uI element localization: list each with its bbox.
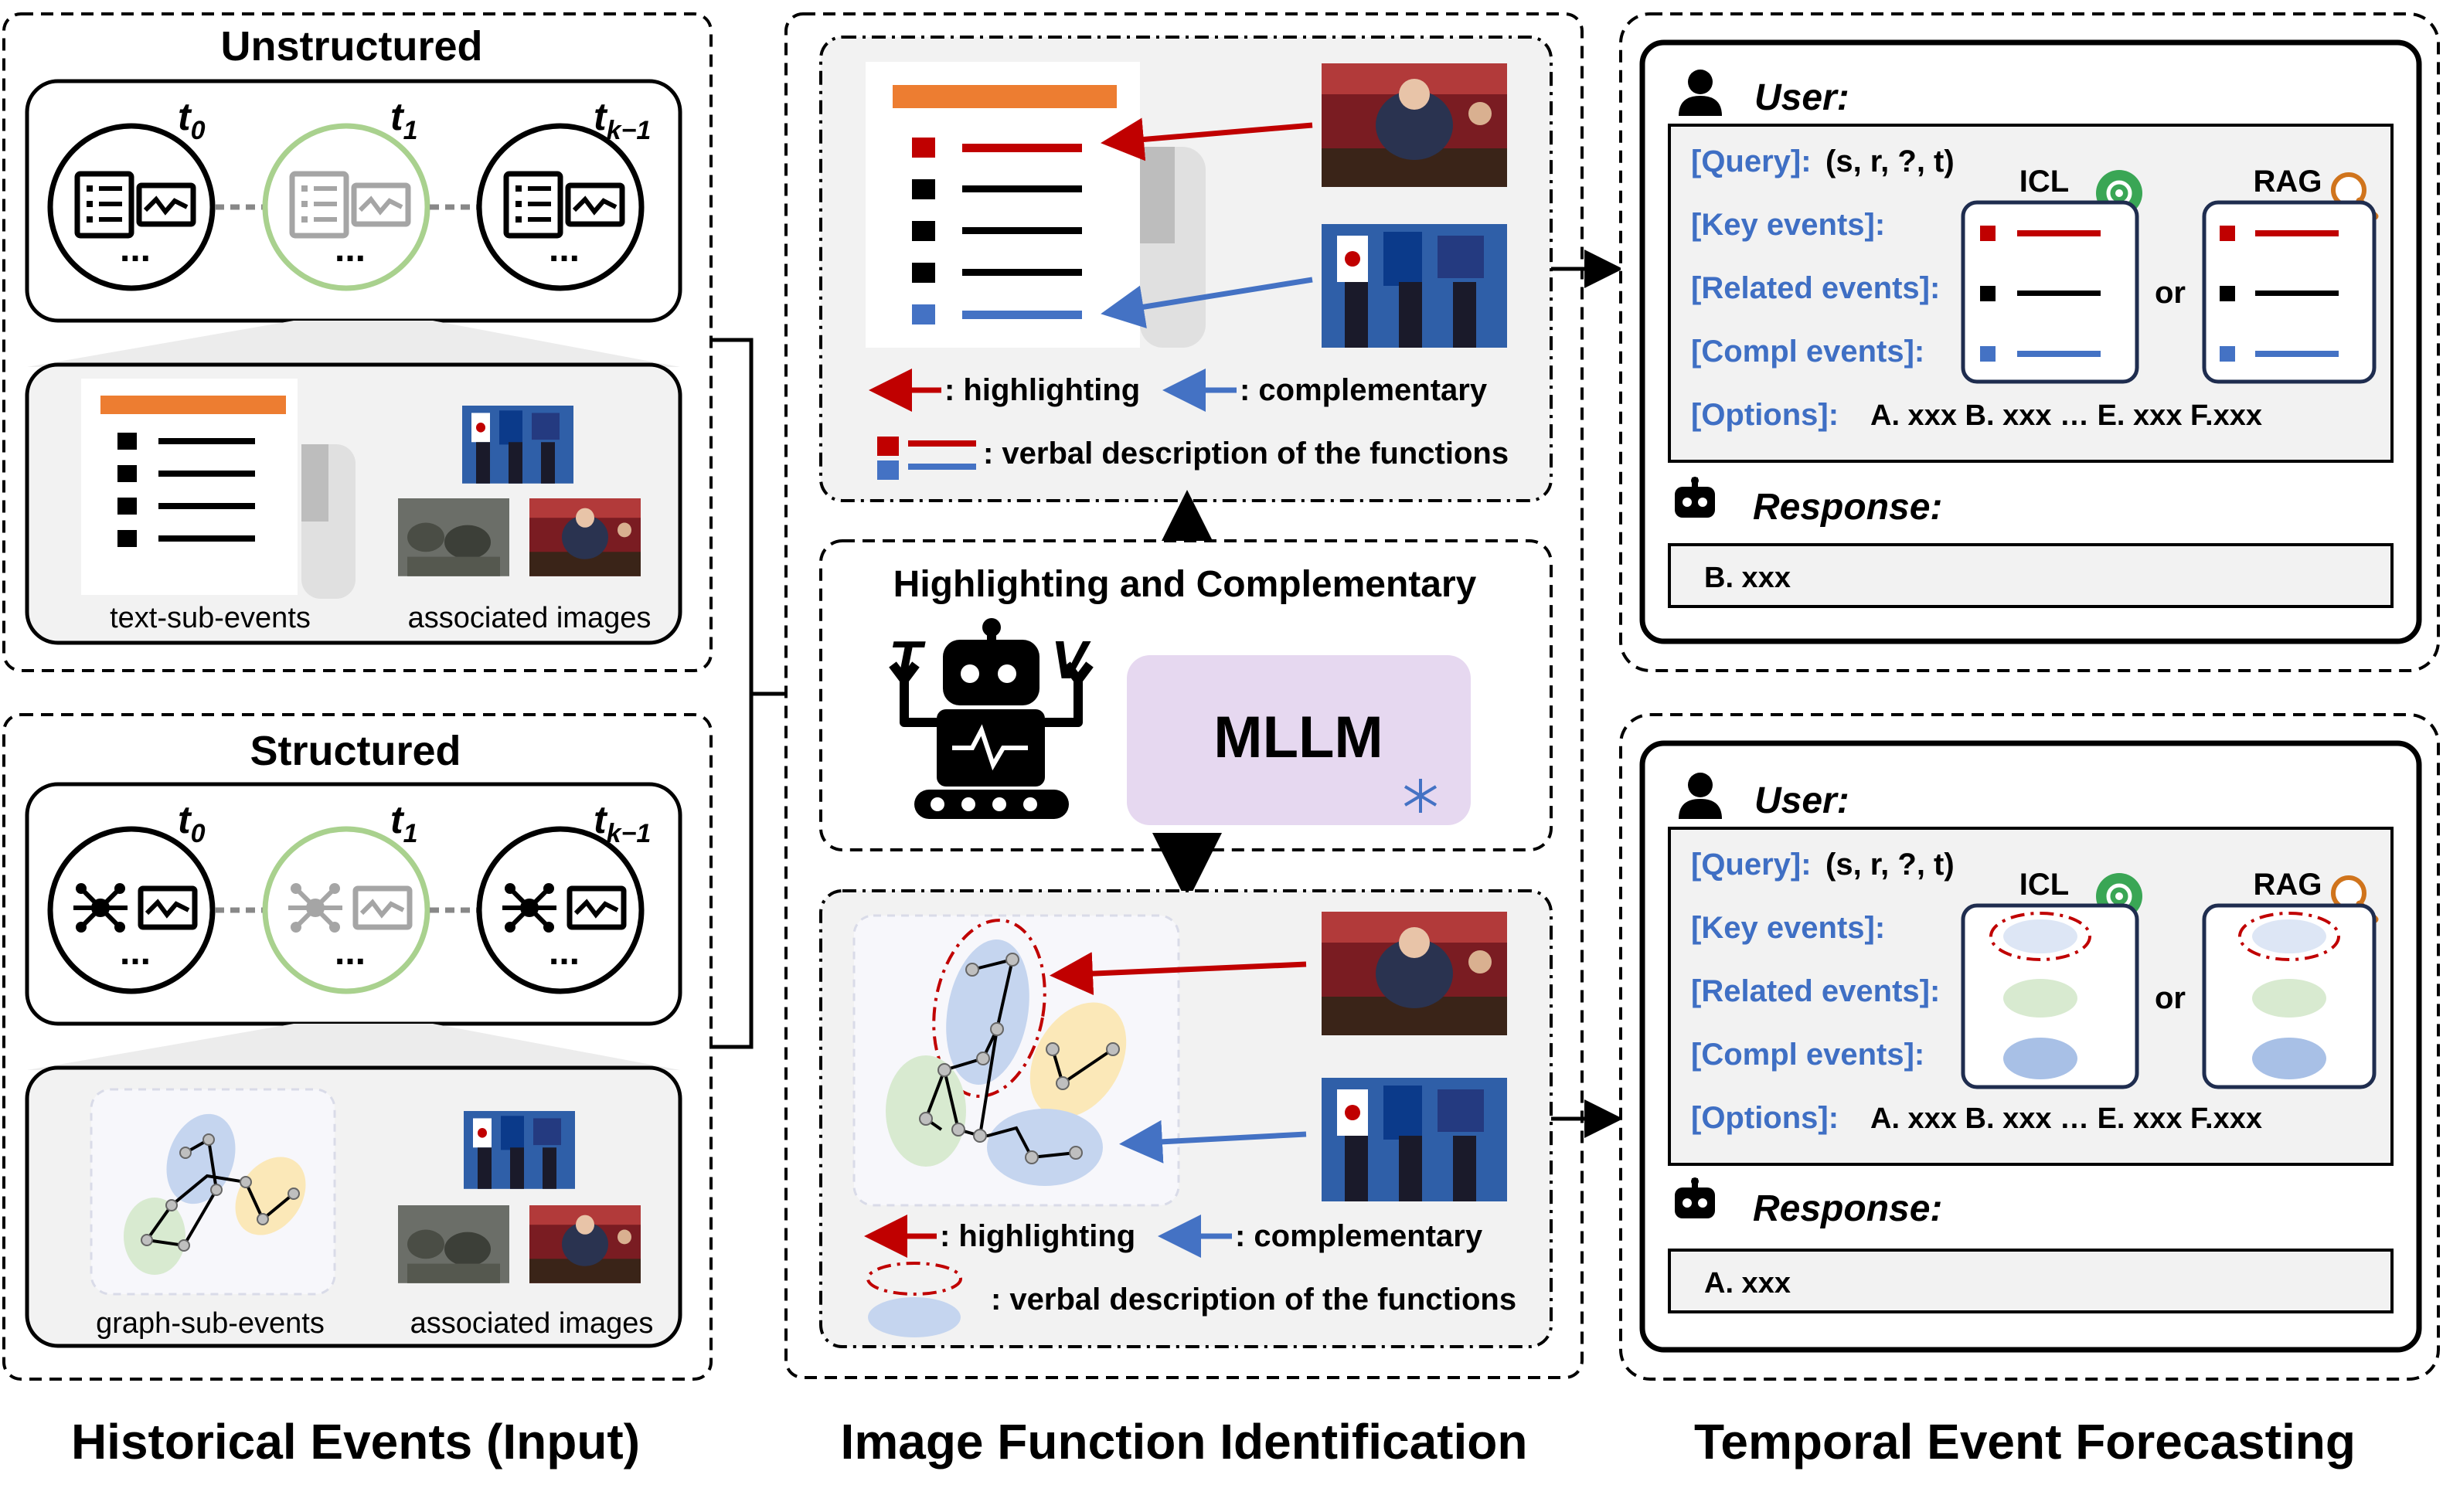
legend-highlighting-bottom: : highlighting: [940, 1219, 1135, 1253]
associated-images-caption-bottom: associated images: [410, 1307, 654, 1340]
related-events-top: [Related events]:: [1691, 271, 1940, 305]
robot-letter-v: V: [1051, 630, 1091, 690]
time-label-t0: t0: [178, 95, 206, 145]
legend-highlighting-top: : highlighting: [944, 373, 1140, 407]
or-label-bottom: or: [2155, 981, 2186, 1015]
options-val-top: A. xxx B. xxx … E. xxx F.xxx: [1870, 399, 2262, 432]
photo-flags-bottom: [1322, 1078, 1507, 1201]
robot-icon: [889, 618, 1094, 819]
rag-label-bottom: RAG: [2254, 868, 2322, 902]
options-val-bottom: A. xxx B. xxx … E. xxx F.xxx: [1870, 1103, 2262, 1135]
compl-events-top: [Compl events]:: [1691, 335, 1924, 369]
time-label-t1: t1: [390, 95, 418, 145]
legend-verbal-icon-top: [877, 437, 976, 480]
input-caption: Historical Events (Input): [71, 1414, 640, 1470]
photo-speech-bottom: [1322, 912, 1507, 1035]
legend-verbal-icon-bottom: [866, 1262, 962, 1337]
related-events-bottom: [Related events]:: [1691, 974, 1940, 1008]
key-events-bottom: [Key events]:: [1691, 911, 1885, 945]
unstructured-timeline: ... ... ... t0 t1 tk−1: [47, 95, 651, 291]
svg-text:...: ...: [120, 229, 151, 270]
mllm-box: [1127, 655, 1471, 825]
mllm-label: MLLM: [1213, 705, 1383, 770]
options-key-bottom: [Options]:: [1691, 1101, 1839, 1135]
response-label-top: Response:: [1753, 487, 1942, 528]
photo-speech-top: [1322, 63, 1507, 187]
input-connector: [713, 338, 754, 1049]
text-sub-events-caption: text-sub-events: [110, 602, 311, 634]
svg-text:t0: t0: [178, 798, 206, 848]
rag-label-top: RAG: [2254, 165, 2322, 199]
graph-sub-events-card: [90, 1088, 336, 1296]
options-key-top: [Options]:: [1691, 398, 1839, 432]
associated-images-caption-top: associated images: [408, 602, 652, 634]
structured-timeline: ... ... ... t0 t1 tk−1: [47, 798, 651, 994]
photo-flags-top: [1322, 224, 1507, 348]
forecast-caption: Temporal Event Forecasting: [1694, 1414, 2356, 1470]
or-label-top: or: [2155, 276, 2186, 310]
identified-graph-card: [852, 914, 1180, 1207]
response-box-bottom: [1668, 1249, 2394, 1313]
key-events-top: [Key events]:: [1691, 208, 1885, 242]
frozen-snowflake-icon: [1404, 779, 1438, 813]
legend-complementary-top: : complementary: [1240, 373, 1488, 407]
legend-complementary-bottom: : complementary: [1235, 1219, 1483, 1253]
user-label-top: User:: [1754, 77, 1849, 118]
svg-text:...: ...: [335, 229, 366, 270]
icl-label-top: ICL: [2019, 165, 2069, 199]
query-val-top: (s, r, ?, t): [1825, 144, 1955, 178]
identify-caption: Image Function Identification: [841, 1414, 1528, 1470]
svg-text:...: ...: [549, 229, 580, 270]
response-val-top: B. xxx: [1704, 562, 1791, 594]
module-title: Highlighting and Complementary: [893, 564, 1477, 605]
svg-text:...: ...: [335, 932, 366, 973]
query-key-top: [Query]:: [1691, 144, 1812, 178]
unstructured-title: Unstructured: [220, 23, 482, 70]
svg-text:t1: t1: [390, 798, 418, 848]
legend-verbal-bottom: : verbal description of the functions: [991, 1283, 1516, 1317]
structured-title: Structured: [250, 728, 461, 774]
compl-events-bottom: [Compl events]:: [1691, 1038, 1924, 1072]
icl-label-bottom: ICL: [2019, 868, 2069, 902]
query-val-bottom: (s, r, ?, t): [1825, 848, 1955, 882]
user-label-bottom: User:: [1754, 780, 1849, 821]
svg-text:...: ...: [120, 932, 151, 973]
response-label-bottom: Response:: [1753, 1188, 1942, 1229]
robot-letter-t: T: [889, 630, 926, 690]
query-key-bottom: [Query]:: [1691, 848, 1812, 882]
time-label-tk: tk−1: [594, 95, 651, 145]
legend-verbal-top: : verbal description of the functions: [983, 437, 1509, 471]
svg-text:tk−1: tk−1: [594, 798, 651, 848]
graph-sub-events-caption: graph-sub-events: [96, 1307, 325, 1340]
text-sub-events-card: [81, 379, 356, 599]
response-val-bottom: A. xxx: [1704, 1267, 1791, 1300]
svg-text:...: ...: [549, 932, 580, 973]
response-box-top: [1668, 543, 2394, 608]
